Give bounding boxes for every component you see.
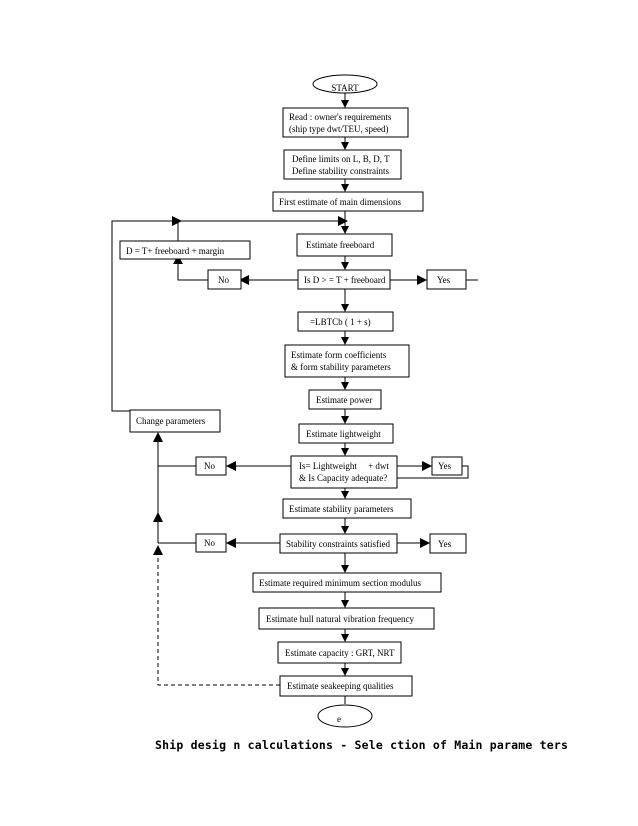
lightweight-check-line2: & Is Capacity adequate?: [299, 473, 387, 483]
estimate-lightweight-label: Estimate lightweight: [306, 429, 381, 439]
start-label: START: [331, 83, 359, 93]
no3-box: [195, 533, 227, 553]
change-parameters-box: [129, 409, 221, 433]
define-limits-box: [283, 149, 402, 180]
arrowhead-yes2: [422, 461, 432, 471]
displacement-label: =LBTCb ( 1 + s): [310, 317, 371, 327]
no3-label: No: [204, 538, 215, 548]
estimate-freeboard-label: Estimate freeboard: [306, 240, 375, 250]
arrowhead-no3: [226, 538, 236, 548]
arrowhead-yes3: [420, 538, 430, 548]
d-formula-box: [119, 240, 251, 260]
start-terminal: [312, 74, 378, 94]
arrowhead-capacity: [341, 634, 349, 642]
yes2-label: Yes: [438, 461, 452, 471]
section-modulus-box: [252, 572, 442, 593]
estimate-capacity-label: Estimate capacity : GRT, NRT: [285, 648, 395, 658]
read-requirements-line1: Read : owner's requirements: [289, 112, 392, 122]
arrowhead-power: [341, 382, 349, 390]
stability-satisfied-label: Stability constraints satisfied: [286, 539, 390, 549]
estimate-freeboard-box: [296, 233, 393, 257]
stability-satisfied-box: [279, 533, 398, 554]
estimate-stability-label: Estimate stability parameters: [289, 504, 394, 514]
arrowhead-satisfied: [341, 526, 349, 534]
read-requirements-line2: (ship type dwt/TEU, speed): [289, 124, 388, 134]
arrowhead-dashed-up: [153, 545, 163, 555]
arrowhead-vibration: [341, 600, 349, 608]
lightweight-check-line1: Is= Lightweight + dwt: [299, 461, 389, 471]
figure-caption: Ship desig n calculations - Sele ction o…: [155, 738, 568, 752]
d-formula-label: D = T+ freeboard + margin: [126, 246, 225, 256]
no1-box: [207, 269, 242, 290]
arrowhead-left-mid: [153, 512, 163, 522]
connector-yes2-down: [345, 465, 469, 479]
end-label: e: [337, 714, 341, 724]
connector-no1-dformula: [177, 259, 208, 281]
form-coefficients-line1: Estimate form coefficients: [291, 350, 387, 360]
no1-label: No: [218, 275, 229, 285]
arrowhead-first: [341, 184, 349, 192]
define-limits-line1: Define limits on L, B, D, T: [292, 154, 390, 164]
no2-box: [195, 456, 227, 476]
seakeeping-box: [279, 675, 413, 697]
vibration-frequency-box: [258, 607, 435, 630]
arrowhead-top-loop: [172, 216, 182, 226]
vibration-frequency-label: Estimate hull natural vibration frequenc…: [266, 614, 414, 624]
read-requirements-box: [282, 107, 409, 138]
yes3-box: [429, 533, 467, 554]
lightweight-check-box: [290, 455, 398, 489]
estimate-stability-box: [282, 498, 412, 519]
arrowhead-displacement: [341, 304, 349, 312]
connector-seakeeping-dashed: [157, 550, 280, 686]
yes2-box: [431, 456, 463, 476]
form-coefficients-line2: & form stability parameters: [291, 362, 391, 372]
arrowhead-no1: [239, 275, 249, 285]
section-modulus-label: Estimate required minimum section modulu…: [259, 578, 421, 588]
yes1-label: Yes: [437, 275, 451, 285]
arrowhead-lightweight: [341, 416, 349, 424]
form-coefficients-box: [284, 344, 410, 378]
arrowhead-loop-in: [338, 216, 348, 226]
yes1-box: [426, 269, 467, 290]
arrowhead-isd: [341, 262, 349, 270]
displacement-box: [297, 311, 394, 332]
first-estimate-label: First estimate of main dimensions: [279, 197, 401, 207]
yes3-label: Yes: [438, 539, 452, 549]
arrowhead-no2: [226, 461, 236, 471]
estimate-capacity-box: [277, 641, 402, 664]
first-estimate-box: [272, 191, 424, 212]
arrowhead-left-up: [153, 432, 163, 442]
arrowhead-modulus: [341, 565, 349, 573]
define-limits-line2: Define stability constraints: [292, 166, 389, 176]
is-d-label: Is D > = T + freeboard: [304, 275, 386, 285]
estimate-power-label: Estimate power: [316, 395, 372, 405]
arrowhead-limits: [341, 142, 349, 150]
arrowhead-seakeeping: [341, 668, 349, 676]
seakeeping-label: Estimate seakeeping qualities: [287, 681, 394, 691]
end-terminal: [317, 704, 373, 728]
connector-change-loop: [111, 220, 178, 412]
arrowhead-check: [341, 448, 349, 456]
estimate-power-box: [308, 389, 382, 410]
no2-label: No: [204, 461, 215, 471]
arrowhead-stability: [341, 491, 349, 499]
arrowhead-form: [341, 337, 349, 345]
arrowhead-freeboard: [341, 226, 349, 234]
estimate-lightweight-box: [298, 423, 394, 444]
arrowhead-read: [341, 100, 349, 108]
change-parameters-label: Change parameters: [136, 416, 206, 426]
